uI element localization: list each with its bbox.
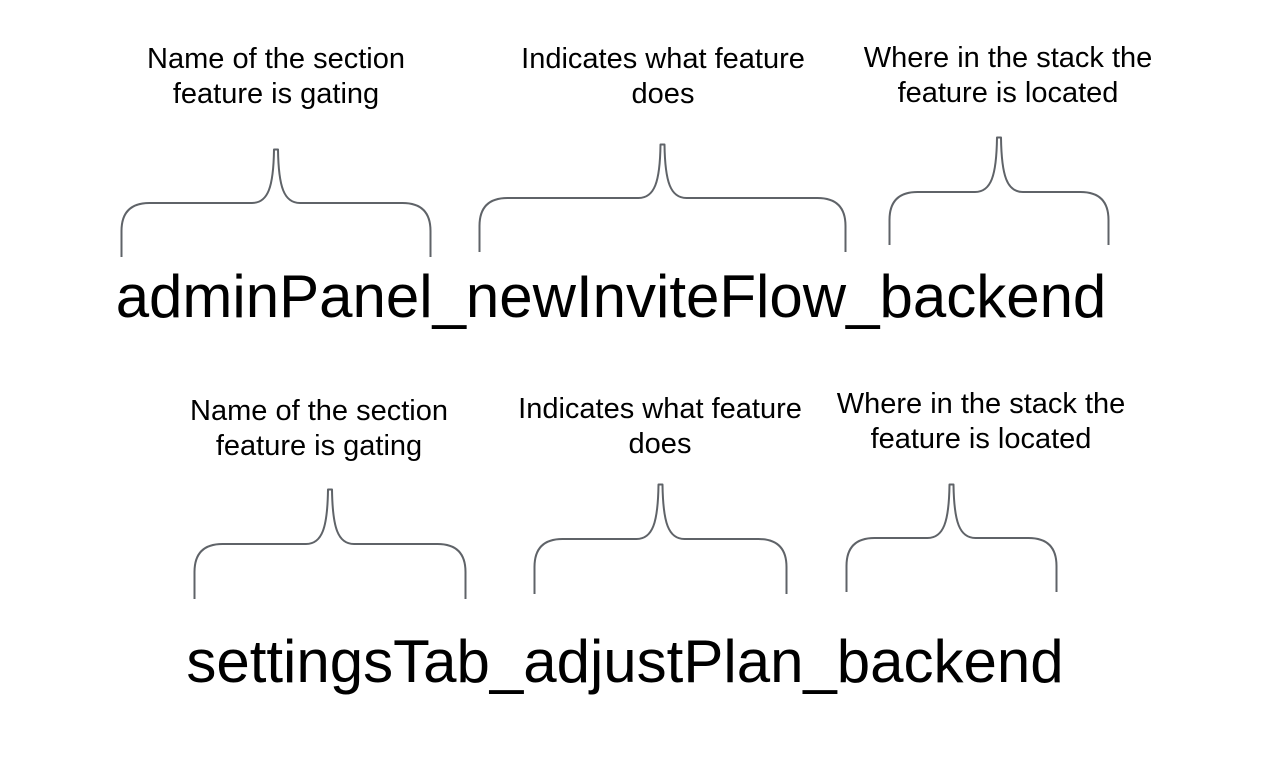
brace-icon-section-name <box>193 488 467 599</box>
brace-icon-feature-purpose <box>478 143 847 252</box>
label-line: Indicates what feature <box>518 393 802 425</box>
label-line: Name of the section <box>190 395 448 427</box>
label-stack-location: Where in the stack the feature is locate… <box>864 41 1153 111</box>
label-section-name: Name of the section feature is gating <box>190 394 448 464</box>
label-line: Where in the stack the <box>836 388 1126 420</box>
label-line: Indicates what feature <box>521 43 805 75</box>
label-line: feature is gating <box>215 430 423 462</box>
label-feature-purpose: Indicates what feature does <box>521 42 805 112</box>
label-line: does <box>628 428 692 460</box>
label-section-name: Name of the section feature is gating <box>147 42 405 112</box>
label-stack-location: Where in the stack the feature is locate… <box>837 387 1126 457</box>
brace-icon-section-name <box>120 148 432 257</box>
flag-name-1: adminPanel_newInviteFlow_backend <box>115 263 1107 330</box>
label-line: feature is located <box>897 77 1119 109</box>
label-line: feature is located <box>870 423 1092 455</box>
label-line: Name of the section <box>147 43 405 75</box>
brace-icon-stack-location <box>845 483 1058 592</box>
flag-name-2: settingsTab_adjustPlan_backend <box>186 628 1064 695</box>
label-line: feature is gating <box>172 78 380 110</box>
label-feature-purpose: Indicates what feature does <box>518 392 802 462</box>
label-line: does <box>631 78 695 110</box>
brace-icon-feature-purpose <box>533 483 788 594</box>
label-line: Where in the stack the <box>863 42 1153 74</box>
brace-icon-stack-location <box>888 136 1110 245</box>
